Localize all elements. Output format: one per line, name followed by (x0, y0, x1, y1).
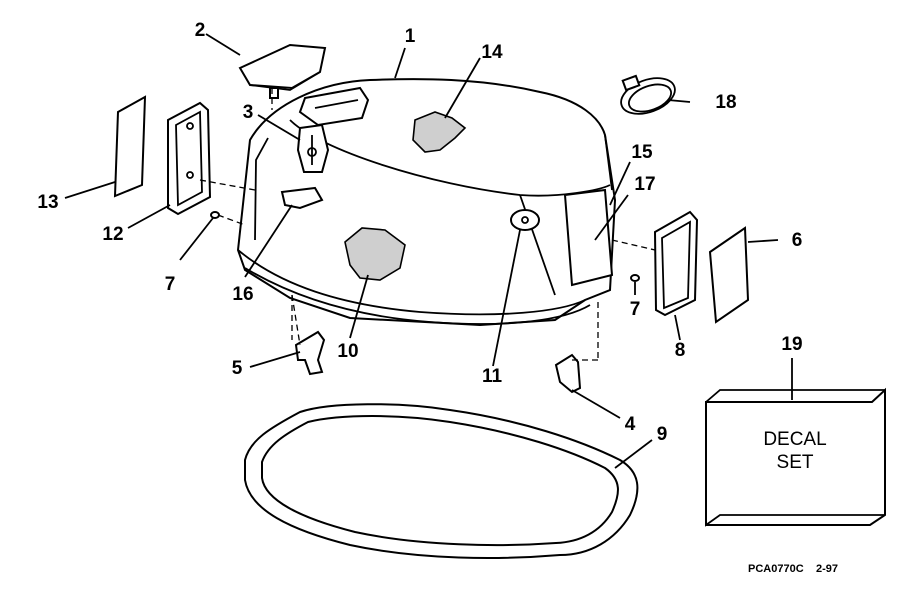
decal-box-line2: SET (777, 452, 814, 473)
callout-8: 8 (675, 340, 686, 361)
callout-4: 4 (625, 414, 636, 435)
leader-lines (64, 33, 793, 469)
bracket-5 (294, 330, 326, 376)
foam-14 (412, 111, 467, 153)
latch-3 (296, 123, 330, 173)
callout-7-right: 7 (630, 299, 641, 320)
reference-code: PCA0770C (748, 563, 804, 575)
callout-9: 9 (657, 424, 668, 445)
bracket-16 (280, 186, 324, 210)
foam-10 (344, 227, 406, 281)
callout-13: 13 (37, 192, 58, 213)
callout-17: 17 (634, 174, 655, 195)
top-cap-2 (238, 43, 327, 99)
callout-5: 5 (232, 358, 243, 379)
callout-numbers: 1 2 3 14 18 15 17 13 12 7 16 6 7 8 10 11… (37, 20, 802, 445)
decal-box-line1: DECAL (763, 429, 826, 450)
callout-16: 16 (232, 284, 253, 305)
grommet-11 (510, 209, 540, 231)
wire-harness-18 (620, 74, 676, 115)
callout-14: 14 (481, 42, 503, 63)
decal-set-box: DECAL SET (705, 387, 886, 527)
bracket-4 (554, 353, 582, 394)
callout-15: 15 (631, 142, 653, 163)
side-opening-15 (563, 188, 614, 287)
callout-18: 18 (715, 92, 736, 113)
assembly-guide-lines (199, 88, 656, 361)
callout-2: 2 (195, 20, 206, 41)
left-decal-13 (113, 95, 147, 198)
callout-19: 19 (781, 334, 802, 355)
intake-opening (298, 86, 370, 127)
revision-date: 2-97 (816, 563, 838, 575)
screw-left-7 (210, 211, 220, 219)
callout-1: 1 (405, 26, 416, 47)
callout-10: 10 (337, 341, 358, 362)
callout-11: 11 (482, 366, 503, 387)
right-panel-8 (653, 210, 699, 317)
callout-12: 12 (102, 224, 123, 245)
callout-3: 3 (243, 102, 254, 123)
callout-6: 6 (792, 230, 803, 251)
callout-7-left: 7 (165, 274, 176, 295)
right-decal-6 (708, 226, 750, 324)
screw-right-7 (630, 274, 640, 282)
left-panel-12 (167, 101, 212, 216)
bottom-seal-9 (244, 403, 639, 559)
